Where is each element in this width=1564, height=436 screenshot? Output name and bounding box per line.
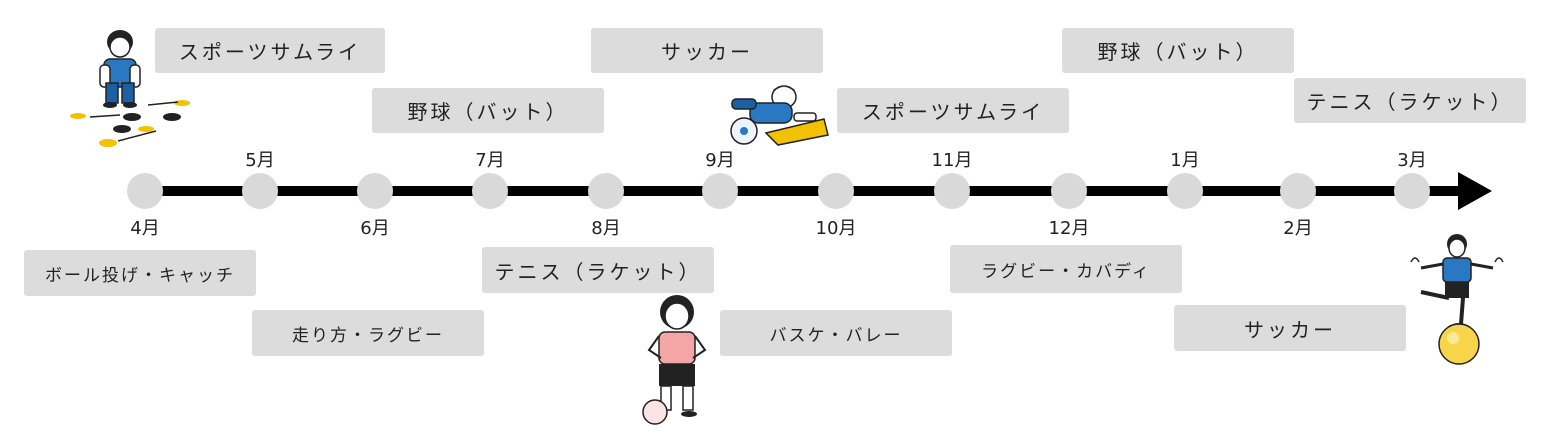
activity-box-nov: スポーツサムライ xyxy=(837,88,1069,133)
activity-box-aug: テニス（ラケット） xyxy=(482,247,714,293)
month-dot-7 xyxy=(472,173,508,209)
month-dot-12 xyxy=(1051,173,1087,209)
month-dot-8 xyxy=(588,173,624,209)
month-label-10: 10月 xyxy=(815,218,857,239)
diving-goalkeeper-illustration xyxy=(730,85,829,146)
month-dot-9 xyxy=(702,173,738,209)
girl-with-ball-illustration xyxy=(642,295,707,425)
activity-box-oct: バスケ・バレー xyxy=(720,310,952,356)
month-label-3: 3月 xyxy=(1397,150,1427,171)
month-label-9: 9月 xyxy=(705,150,735,171)
month-dot-10 xyxy=(818,173,854,209)
month-dot-6 xyxy=(357,173,393,209)
timeline-arrowhead xyxy=(1458,172,1492,210)
activity-box-dec: ラグビー・カバディ xyxy=(950,245,1182,293)
activity-box-jun: 走り方・ラグビー xyxy=(252,310,484,356)
activity-box-apr: ボール投げ・キャッチ xyxy=(24,250,256,296)
activity-box-may: スポーツサムライ xyxy=(155,28,385,73)
boy-balancing-illustration xyxy=(1410,234,1504,365)
month-dot-3 xyxy=(1394,173,1430,209)
month-label-12: 12月 xyxy=(1048,218,1090,239)
month-dot-2 xyxy=(1280,173,1316,209)
month-label-4: 4月 xyxy=(130,218,160,239)
month-label-6: 6月 xyxy=(360,218,390,239)
activity-box-feb: サッカー xyxy=(1174,305,1406,351)
crouching-boy-illustration xyxy=(70,30,190,147)
month-label-1: 1月 xyxy=(1170,150,1200,171)
month-label-8: 8月 xyxy=(591,218,621,239)
activity-box-mar: テニス（ラケット） xyxy=(1294,78,1526,123)
month-label-7: 7月 xyxy=(475,150,505,171)
activity-box-jan: 野球（バット） xyxy=(1062,28,1294,73)
month-label-5: 5月 xyxy=(245,150,275,171)
month-label-2: 2月 xyxy=(1283,218,1313,239)
month-dot-5 xyxy=(242,173,278,209)
activity-box-sep: サッカー xyxy=(591,28,823,73)
month-dot-4 xyxy=(127,173,163,209)
month-dot-1 xyxy=(1167,173,1203,209)
month-label-11: 11月 xyxy=(931,150,973,171)
month-dot-11 xyxy=(934,173,970,209)
activity-box-jul: 野球（バット） xyxy=(372,88,604,133)
